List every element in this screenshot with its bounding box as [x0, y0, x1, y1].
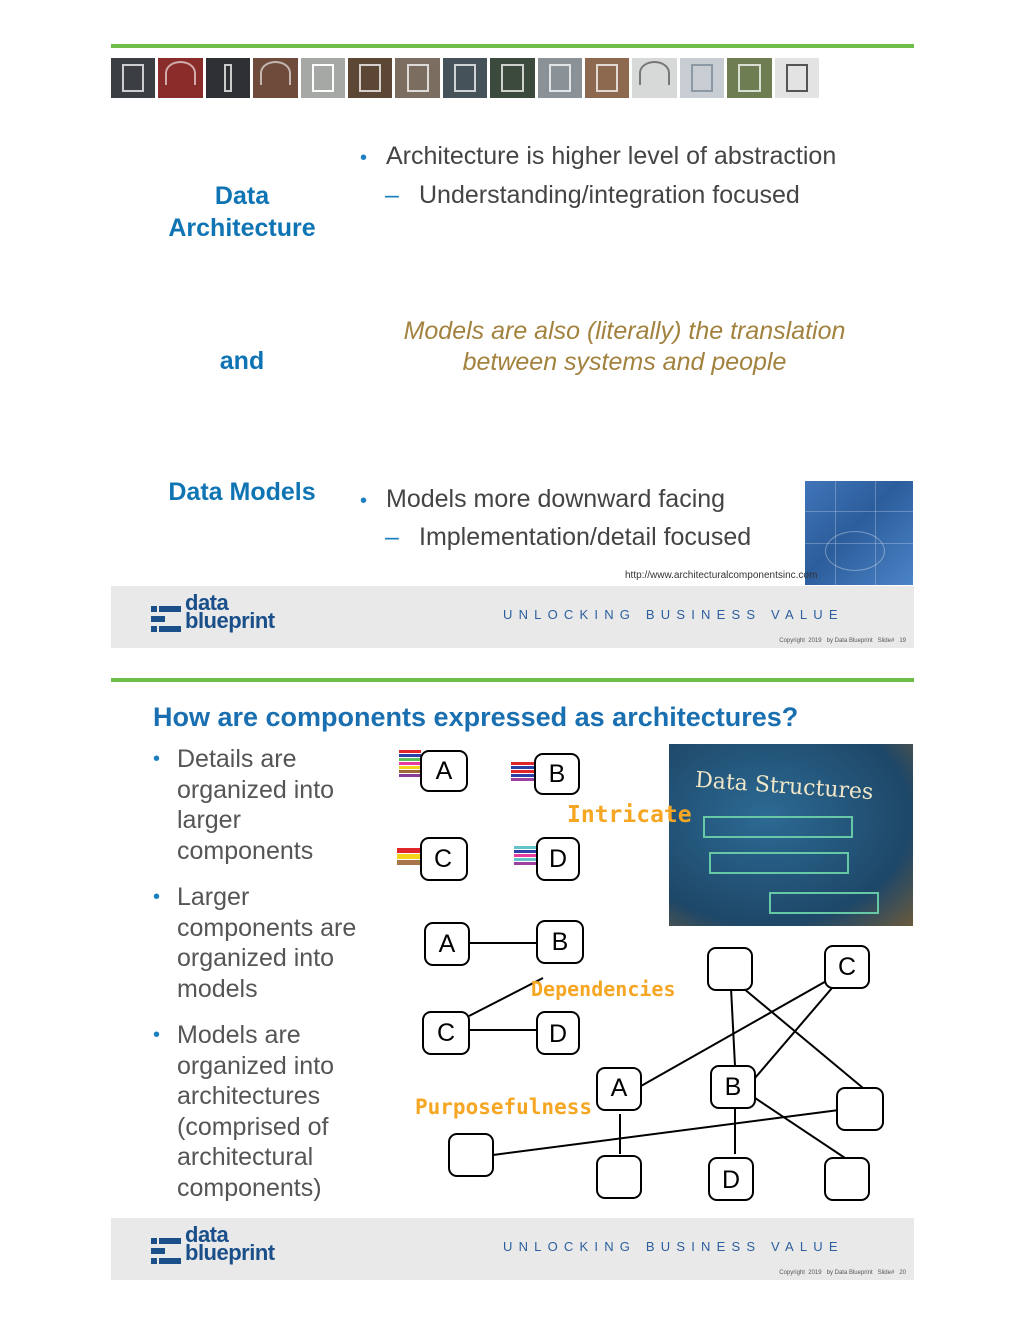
stripes-c: [397, 848, 421, 865]
photo-house: [727, 58, 772, 98]
copyright: Copyright 2019 by Data Blueprint Slide# …: [779, 1270, 906, 1276]
node-d-purpose-label: D: [722, 1166, 740, 1194]
logo-line2: blueprint: [185, 608, 275, 633]
italic-translation-note: Models are also (literally) the translat…: [403, 317, 846, 376]
top-rule: [111, 44, 914, 48]
node-a-purpose-label: A: [611, 1074, 628, 1102]
node-d-intricate: [536, 837, 580, 881]
photo-shutters: [490, 58, 535, 98]
dependencies-group: A B Dependencies C D: [422, 920, 676, 1055]
node-c-purpose: [824, 945, 870, 989]
logo-line1: data: [185, 590, 229, 615]
node-empty-bottom: [596, 1155, 642, 1199]
photo-bay-window: [537, 58, 583, 98]
node-empty-bottom-right: [824, 1157, 870, 1201]
node-c-intricate: [420, 837, 468, 881]
data-blueprint-logo: data blueprint: [151, 590, 301, 638]
copyright: Copyright 2019 by Data Blueprint Slide# …: [779, 638, 906, 644]
tagline: UNLOCKING BUSINESS VALUE: [503, 1239, 844, 1254]
bullet-details: •Details are organized into larger compo…: [153, 745, 335, 865]
slide-title: How are components expressed as architec…: [153, 702, 799, 732]
node-b-dep: [536, 920, 584, 964]
stripes-a: [399, 750, 421, 777]
node-b-dep-label: B: [552, 928, 569, 956]
bullet-architecture: •Architecture is higher level of abstrac…: [360, 142, 837, 170]
node-c-dep: [422, 1011, 470, 1055]
blueprint-image: [805, 481, 913, 585]
image-credit: http://www.architecturalcomponentsinc.co…: [625, 570, 818, 581]
logo-mark-icon: [151, 1234, 181, 1266]
label-data-models: Data Models: [168, 478, 316, 506]
node-c-intricate-label: C: [434, 845, 452, 873]
bullet-models: •Models more downward facing: [360, 485, 726, 513]
bullet-larger-components: •Larger components are organized into mo…: [153, 883, 357, 1003]
slide-19: Data Architecture and Data Models •Archi…: [111, 44, 914, 648]
node-d-intricate-label: D: [549, 845, 567, 873]
stripes-b: [511, 762, 535, 781]
photo-columns: [300, 58, 346, 98]
slide-20: How are components expressed as architec…: [111, 678, 914, 1280]
node-a-purpose: [596, 1067, 642, 1111]
architecture-photo-strip: [111, 58, 820, 98]
slide-footer: data blueprint UNLOCKING BUSINESS VALUE …: [111, 586, 914, 648]
node-a-dep: [424, 922, 470, 966]
photo-facade: [442, 58, 488, 98]
node-d-dep-label: D: [549, 1020, 567, 1048]
label-dependencies: Dependencies: [531, 977, 676, 1001]
node-b-purpose-label: B: [725, 1073, 742, 1101]
photo-fanlight: [253, 58, 298, 98]
node-d-purpose: [708, 1157, 754, 1201]
logo-mark-icon: [151, 602, 181, 634]
component-diagram: A B Intricate C: [397, 750, 884, 1201]
photo-sash-window: [395, 58, 440, 98]
node-a-intricate: [420, 750, 468, 792]
node-b-intricate: [534, 753, 580, 795]
photo-pediment: [679, 58, 725, 98]
label-intricate: Intricate: [567, 802, 692, 828]
label-and: and: [219, 347, 265, 375]
logo-line2: blueprint: [185, 1240, 275, 1265]
node-a-dep-label: A: [439, 930, 456, 958]
purposefulness-group: C A B Purposefulness D: [415, 945, 884, 1201]
intricate-group: A B Intricate C: [397, 750, 692, 881]
sub-understanding: –Understanding/integration focused: [385, 181, 800, 209]
data-blueprint-logo: data blueprint: [151, 1222, 301, 1270]
slide-footer: data blueprint UNLOCKING BUSINESS VALUE …: [111, 1218, 914, 1280]
sub-implementation: –Implementation/detail focused: [385, 523, 752, 551]
photo-doorway: [348, 58, 393, 98]
node-b-purpose: [710, 1065, 756, 1109]
tagline: UNLOCKING BUSINESS VALUE: [503, 607, 844, 622]
node-a-intricate-label: A: [436, 757, 453, 785]
bullet-list: •Details are organized into larger compo…: [153, 744, 373, 1219]
photo-white-door: [774, 58, 820, 98]
photo-rosette: [158, 58, 203, 98]
label-data-architecture: Data Architecture: [168, 182, 316, 242]
node-empty-right: [836, 1087, 884, 1131]
node-c-dep-label: C: [437, 1019, 455, 1047]
node-c-purpose-label: C: [838, 953, 856, 981]
photo-window: [111, 58, 156, 98]
node-b-intricate-label: B: [549, 760, 566, 788]
node-d-dep: [536, 1011, 580, 1055]
photo-lamp: [205, 58, 251, 98]
node-empty-left: [448, 1133, 494, 1177]
photo-brick: [585, 58, 630, 98]
bullet-models-architectures: •Models are organized into architectures…: [153, 1021, 335, 1202]
stripes-d: [514, 846, 538, 865]
logo-line1: data: [185, 1222, 229, 1247]
label-purposefulness: Purposefulness: [415, 1095, 592, 1119]
data-structures-tshirt-photo: Data Structures: [669, 744, 913, 926]
node-empty-top: [707, 947, 753, 991]
top-rule: [111, 678, 914, 682]
photo-arch-door: [632, 58, 677, 98]
